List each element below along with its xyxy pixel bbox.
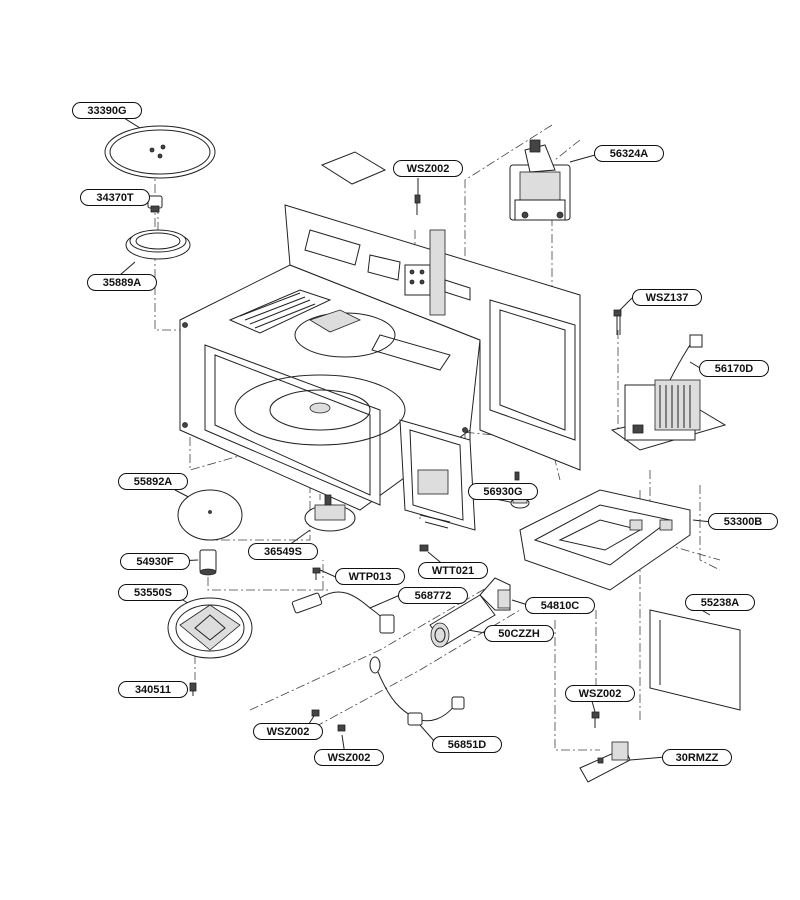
- base-plate: [519, 489, 691, 591]
- part-label-56930g: 56930G: [468, 483, 538, 500]
- cover-plate: [320, 151, 387, 185]
- screw-wtt: [419, 544, 429, 552]
- screw-right: [591, 711, 600, 728]
- part-label-wsz002-left: WSZ002: [253, 723, 323, 740]
- part-label-wtp013: WTP013: [335, 568, 405, 585]
- part-label-36549s: 36549S: [248, 543, 318, 560]
- bracket: [479, 577, 511, 611]
- part-label-54810c: 54810C: [525, 597, 595, 614]
- screw-long: [613, 309, 622, 335]
- part-label-340511: 340511: [118, 681, 188, 698]
- wire-harness: [369, 656, 465, 726]
- part-label-wtt021: WTT021: [418, 562, 488, 579]
- coupler: [147, 195, 163, 213]
- part-label-56851d: 56851D: [432, 736, 502, 753]
- mounting-bracket: [579, 741, 631, 783]
- part-label-34370t: 34370T: [80, 189, 150, 206]
- cord: [291, 591, 395, 634]
- roller-ring: [125, 229, 191, 260]
- capacitor: [429, 594, 496, 648]
- part-label-wsz002-right: WSZ002: [565, 685, 635, 702]
- part-label-55892a: 55892A: [118, 473, 188, 490]
- part-label-54930f: 54930F: [120, 553, 190, 570]
- part-label-35889a: 35889A: [87, 274, 157, 291]
- part-label-568772: 568772: [398, 587, 468, 604]
- screw-small: [189, 682, 197, 696]
- part-label-50czzh: 50CZZH: [484, 625, 554, 642]
- side-panel: [649, 609, 741, 711]
- shaft: [199, 549, 217, 576]
- part-label-wsz002-bottom: WSZ002: [314, 749, 384, 766]
- part-label-33390g: 33390G: [72, 102, 142, 119]
- part-label-56324a: 56324A: [594, 145, 664, 162]
- transformer: [610, 334, 727, 451]
- part-label-53300b: 53300B: [708, 513, 778, 530]
- turntable-motor: [304, 494, 356, 532]
- part-label-53550s: 53550S: [118, 584, 188, 601]
- back-panel: [284, 204, 581, 471]
- oven-cavity: [179, 264, 481, 531]
- stirrer-cover: [177, 489, 243, 541]
- stirrer-blade: [167, 597, 253, 659]
- screw: [414, 194, 421, 215]
- part-label-wsz002-top: WSZ002: [393, 160, 463, 177]
- part-label-wsz137: WSZ137: [632, 289, 702, 306]
- screw-wtp: [312, 567, 321, 580]
- part-label-56170d: 56170D: [699, 360, 769, 377]
- magnetron: [509, 139, 571, 221]
- part-label-30rmzz: 30RMZZ: [662, 749, 732, 766]
- screws-bottom: [311, 709, 346, 732]
- turntable-glass-tray: [104, 125, 216, 179]
- part-label-55238a: 55238A: [685, 594, 755, 611]
